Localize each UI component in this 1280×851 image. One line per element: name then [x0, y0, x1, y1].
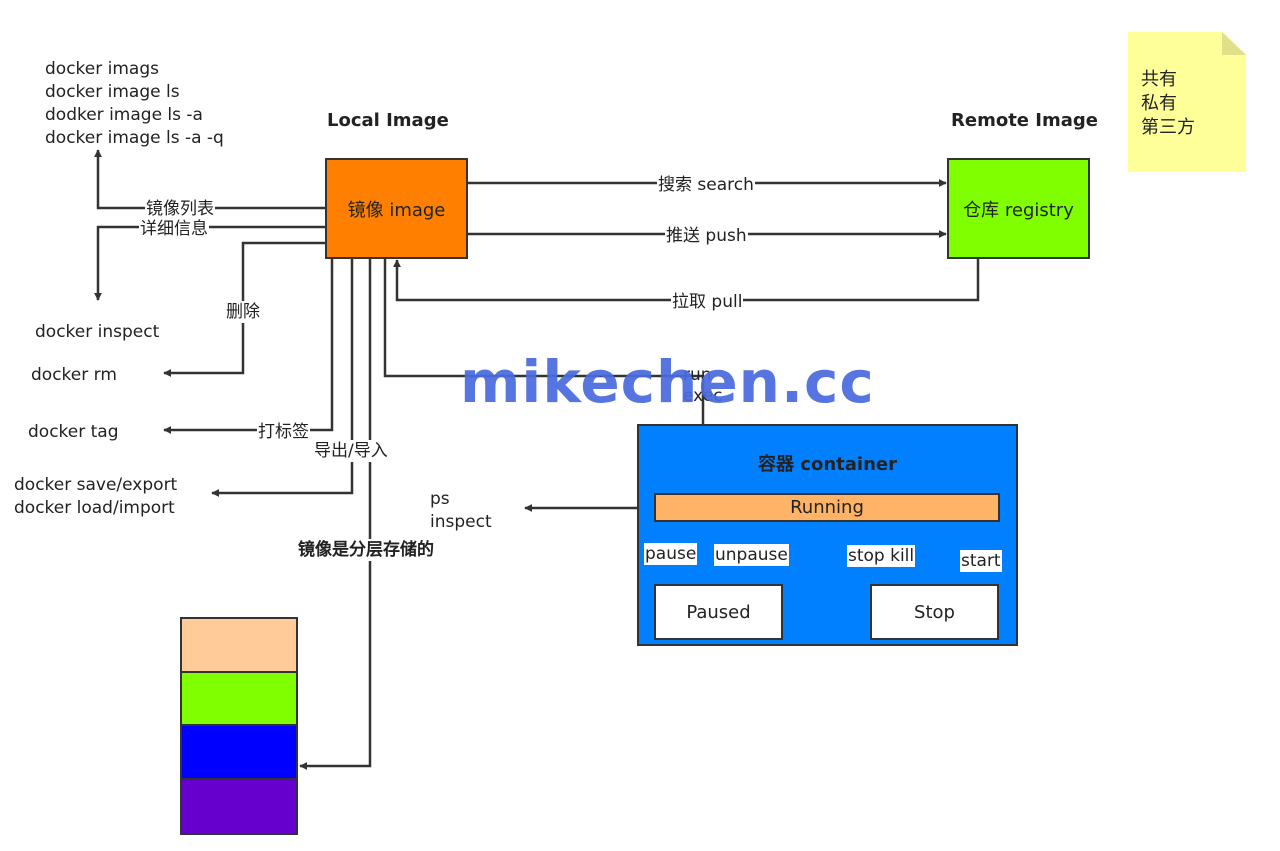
command-list-4: docker image ls -a -q [45, 128, 224, 148]
stop-state-label: Stop [914, 601, 955, 623]
command-tag: docker tag [28, 422, 119, 442]
title-local-image: Local Image [327, 110, 449, 131]
edge-label-search: 搜索 search [657, 174, 755, 196]
edge-label-tag: 打标签 [257, 421, 310, 443]
edge-label-detail: 详细信息 [139, 218, 209, 240]
command-rm: docker rm [31, 365, 117, 385]
edge-label-pause: pause [644, 543, 698, 565]
edge-label-list: 镜像列表 [145, 198, 215, 220]
registry-node: 仓库 registry [947, 158, 1090, 259]
note-line-public: 共有 [1141, 69, 1177, 90]
edge-list [94, 149, 326, 210]
edge-label-run: run [683, 365, 712, 385]
edge-label-unpause: unpause [714, 544, 789, 566]
command-inspect: docker inspect [35, 322, 160, 342]
image-node: 镜像 image [325, 158, 468, 259]
note-line-third-party: 第三方 [1141, 117, 1195, 138]
edge-label-exec: exec [683, 386, 723, 406]
sticky-note-text: 共有 私有 第三方 [1141, 68, 1195, 140]
image-layer [180, 778, 298, 835]
running-state-label: Running [790, 497, 864, 518]
command-save-export: docker save/export [14, 475, 178, 495]
paused-state-label: Paused [686, 601, 751, 623]
edge-label-pull: 拉取 pull [671, 291, 744, 313]
command-ps: ps [430, 489, 450, 509]
paused-state: Paused [654, 584, 783, 640]
edge-detail [94, 225, 326, 301]
stop-state: Stop [870, 584, 999, 640]
edge-export [211, 258, 354, 497]
edge-label-stop-kill: stop kill [847, 545, 916, 567]
edge-layered [299, 258, 372, 770]
edge-label-export-import: 导出/导入 [313, 440, 389, 462]
edge-label-start: start [960, 550, 1002, 572]
image-node-label: 镜像 image [347, 199, 446, 221]
title-remote-image: Remote Image [951, 110, 1098, 131]
command-list-3: dodker image ls -a [45, 105, 203, 125]
command-list-1: docker imags [45, 59, 159, 79]
sticky-note [1128, 32, 1246, 172]
watermark: mikechen.cc [460, 348, 875, 416]
image-layer [180, 671, 298, 726]
edge-label-delete: 删除 [225, 301, 261, 323]
command-ps-inspect: inspect [430, 512, 492, 532]
container-node-label: 容器 container [758, 454, 897, 475]
image-layer [180, 724, 298, 780]
edge-label-layered: 镜像是分层存储的 [297, 539, 435, 561]
registry-node-label: 仓库 registry [963, 199, 1074, 221]
edge-label-push: 推送 push [665, 225, 748, 247]
command-load-import: docker load/import [14, 498, 175, 518]
edge-tag [163, 258, 334, 434]
running-state: Running [654, 493, 1000, 522]
image-layer [180, 617, 298, 673]
command-list-2: docker image ls [45, 82, 180, 102]
note-line-private: 私有 [1141, 93, 1177, 114]
